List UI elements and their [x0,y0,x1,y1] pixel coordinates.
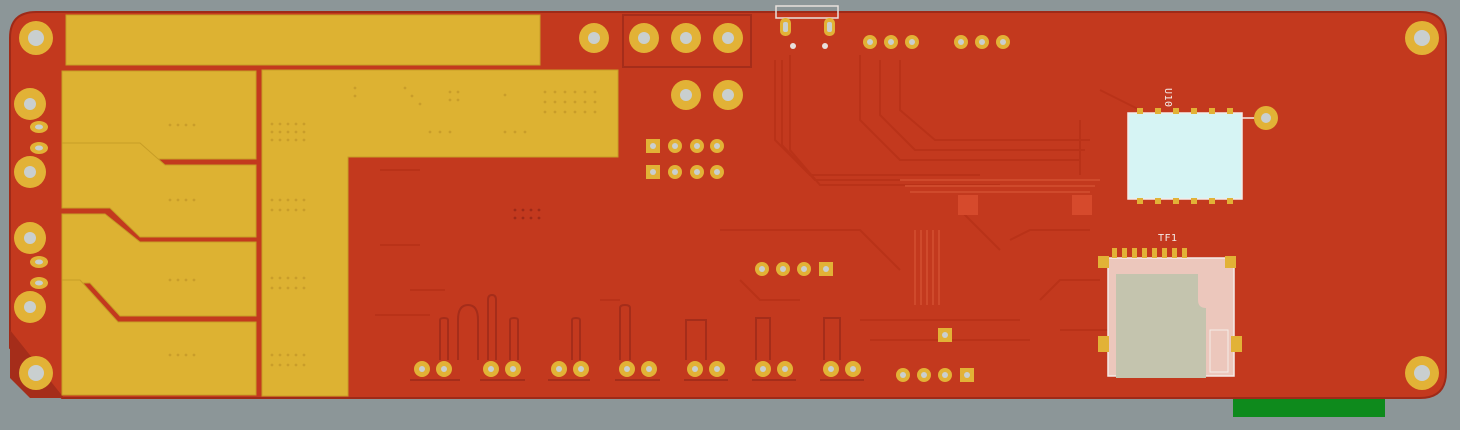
pin-row-middle [755,262,833,276]
single-square-pad [938,328,952,342]
copper-pours [61,14,619,397]
u10-module [1127,106,1278,204]
pin-row-top-a [863,35,919,49]
mounting-hole-bottom-left [19,356,53,390]
bus-traces [900,179,1100,305]
u10-designator-label: U10 [1162,88,1173,108]
tf1-sd-socket [1098,248,1242,378]
mounting-hole-bottom-right [1405,356,1439,390]
pin-row-top-b [954,35,1010,49]
bottom-connectors [410,293,864,381]
mounting-holes [19,21,1439,390]
header-pins [646,35,1010,382]
mounting-hole-top-right [1405,21,1439,55]
trace-group [375,55,1141,341]
tf1-designator-label: TF1 [1158,233,1178,244]
usb-connector [775,5,839,49]
via-dots [168,86,597,367]
smd-pads [958,195,1092,215]
left-terminal-pads [14,88,48,323]
pin-row-bottom-right [896,368,974,382]
mounting-hole-top-left [19,21,53,55]
power-pads [579,14,752,110]
pin-grid-2x4 [646,139,724,179]
red-via-dots [513,208,541,220]
